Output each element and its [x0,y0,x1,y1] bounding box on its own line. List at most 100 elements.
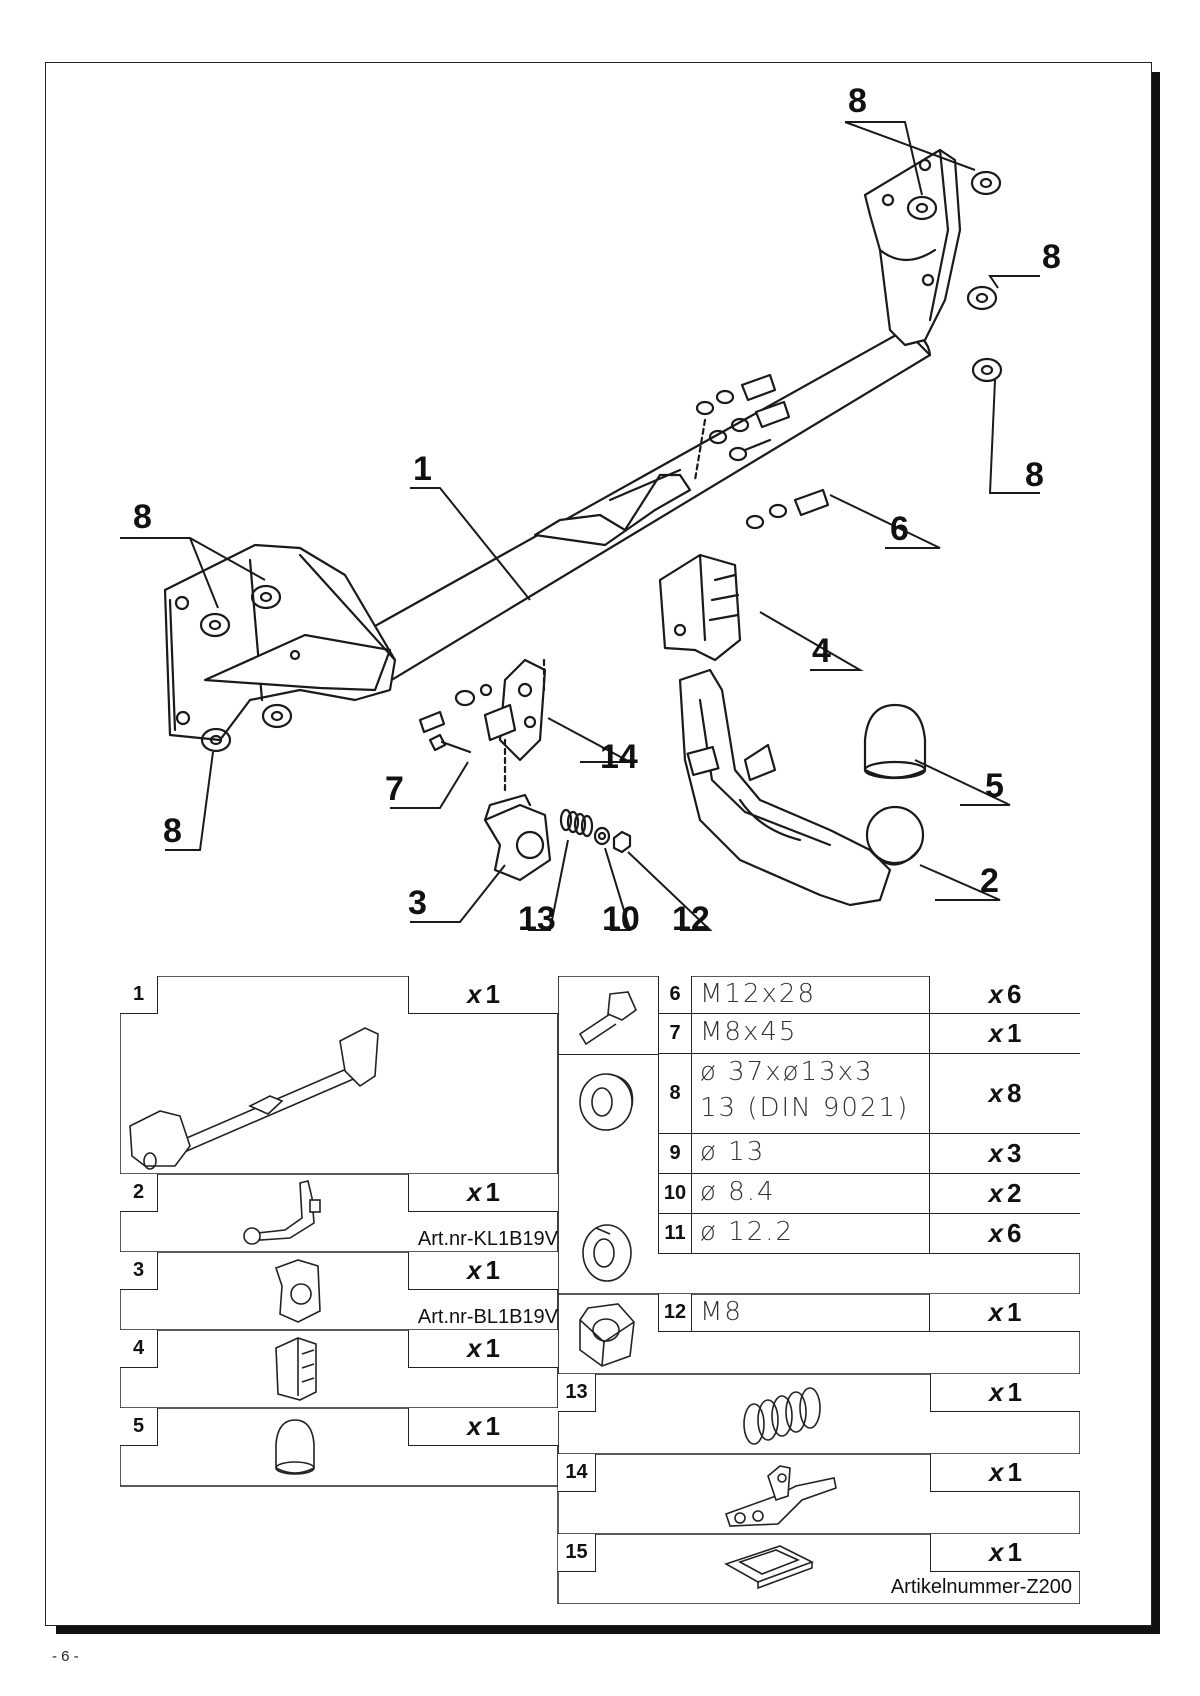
row-5-qty-prefix: x [467,1411,482,1441]
callout-4: 4 [812,632,831,670]
row-9-spec: ø 13 [692,1134,930,1174]
left-mounting-bracket [163,543,397,742]
row-1-qty-value: 1 [485,979,500,1009]
row-12-spec: M8 [692,1294,930,1332]
row-4-qty-value: 1 [485,1333,500,1363]
row-8-qty-value: 8 [1007,1078,1022,1108]
row-11-spec: ø 12.2 [692,1214,930,1254]
row-13-number: 13 [558,1374,596,1412]
row-8-spec-line2: 13 (DIN 9021) [700,1093,910,1123]
washers-8 [199,170,1003,753]
ball-cap-thumbnail-icon [275,1419,315,1475]
row-14-qty-value: 1 [1007,1457,1022,1487]
ball-cap-5 [863,703,927,780]
callout-1: 1 [413,450,432,488]
row-10-number: 10 [658,1174,692,1214]
row-12-qty-value: 1 [1007,1297,1022,1327]
washer-10 [593,826,611,846]
row-12-qty-prefix: x [988,1297,1003,1327]
row-2-qty-value: 1 [485,1177,500,1207]
spring-icon [743,1387,821,1445]
row-10-qty-value: 2 [1007,1178,1022,1208]
row-11-qty-prefix: x [988,1218,1003,1248]
row-8-qty-prefix: x [988,1078,1003,1108]
row-14-number: 14 [558,1454,596,1492]
row-6-spec: M12x28 [692,976,930,1014]
row-2-qty-prefix: x [467,1177,482,1207]
crossbar-tube [342,328,932,695]
row-6-number: 6 [658,976,692,1014]
row-3-number: 3 [120,1252,158,1290]
hinge-plate-14 [483,658,547,762]
row-6-qty-value: 6 [1007,979,1022,1009]
row-8-spec: ø 37xø13x3 13 (DIN 9021) [692,1054,930,1134]
row-7-qty-value: 1 [1007,1018,1022,1048]
row-7-number: 7 [658,1014,692,1054]
row-11-qty-value: 6 [1007,1218,1022,1248]
exploded-assembly-drawing: 1 2 3 4 5 6 7 8 8 8 8 8 13 10 12 14 [120,82,1061,938]
row-15-qty-prefix: x [989,1537,1004,1567]
row-7-spec: M8x45 [692,1014,930,1054]
callout-12: 12 [672,900,710,938]
callout-8-left-top: 8 [133,498,152,536]
callout-14: 14 [600,738,638,776]
row-1-qty-prefix: x [467,979,482,1009]
callout-10: 10 [602,900,640,938]
bolts-6 [693,373,830,530]
row-3-article-number: Art.nr-BL1B19V [417,1306,558,1328]
row-13-qty-value: 1 [1007,1377,1022,1407]
row-14-qty-prefix: x [989,1457,1004,1487]
callout-5: 5 [985,767,1004,805]
row-3-qty-value: 1 [485,1255,500,1285]
lock-washer-icon [582,1224,632,1282]
callout-8-right-bottom: 8 [1025,456,1044,494]
row-4-qty-prefix: x [467,1333,482,1363]
page-number: - 6 - [52,1648,79,1665]
callout-8-right-top: 8 [848,82,867,120]
row-15-number: 15 [558,1534,596,1572]
row-12-number: 12 [658,1294,692,1332]
row-5-qty-value: 1 [485,1411,500,1441]
row-4-number: 4 [120,1330,158,1368]
row-11-number: 11 [658,1214,692,1254]
nut-12 [612,830,632,854]
towball-thumbnail-icon [243,1180,321,1245]
row-8-number: 8 [658,1054,692,1134]
bolt-7 [418,683,493,754]
row-15-article-number: Artikelnummer-Z200 [890,1576,1072,1598]
hinge-plate-icon [724,1465,837,1527]
frame-shadow-right [1152,72,1160,1632]
row-5-number: 5 [120,1408,158,1446]
callout-3: 3 [408,884,427,922]
callout-7: 7 [385,770,404,808]
callout-13: 13 [518,900,556,938]
plug-holder-icon [724,1545,815,1590]
hex-nut-icon [579,1303,635,1367]
row-2-article-number: Art.nr-KL1B19V [417,1228,558,1250]
bolt-icon [578,991,637,1046]
row-9-qty-value: 3 [1007,1138,1022,1168]
row-13-qty-prefix: x [989,1377,1004,1407]
row-10-spec: ø 8.4 [692,1174,930,1214]
row-9-number: 9 [658,1134,692,1174]
socket-bracket-4 [658,553,742,662]
row-10-qty-prefix: x [988,1178,1003,1208]
row-2-number: 2 [120,1174,158,1212]
row-1-number: 1 [120,976,158,1014]
row-9-qty-prefix: x [988,1138,1003,1168]
washer-icon [579,1073,634,1131]
socket-bracket-thumbnail-icon [275,1337,317,1401]
